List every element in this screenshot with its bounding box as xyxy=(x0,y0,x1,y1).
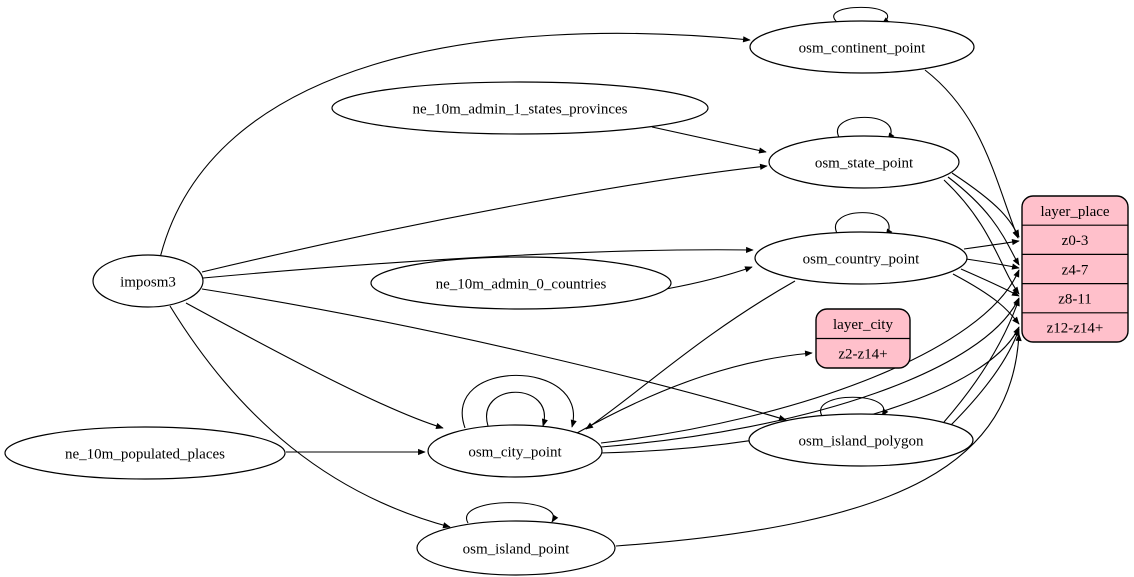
edge-osm_island_point-to-layer_place-z12-z14+ xyxy=(615,333,1022,547)
edge-osm_country_point-to-layer_place-z8-11 xyxy=(960,268,1020,297)
edge-osm_island_polygon-to-layer_place-z12-z14+ xyxy=(949,328,1020,427)
node-shape-osm_continent_point xyxy=(749,20,975,74)
edge-osm_city_point-to-osm_city_point-self xyxy=(461,374,577,429)
edge-osm_continent_point-to-layer_place-z0-3 xyxy=(924,69,1019,239)
node-label-osm_city_point: osm_city_point xyxy=(468,444,562,460)
node-osm_country_point: osm_country_point xyxy=(754,231,968,285)
node-osm_island_point: osm_island_point xyxy=(416,520,616,576)
record-row-label-layer_city-header: layer_city xyxy=(833,317,893,333)
node-ne_10m_admin_0_countries: ne_10m_admin_0_countries xyxy=(370,256,672,310)
record-row-label-layer_place-z0-3: z0-3 xyxy=(1062,233,1089,249)
edge-imposm3-to-osm_state_point xyxy=(201,163,768,273)
node-label-osm_country_point: osm_country_point xyxy=(803,251,920,267)
node-imposm3: imposm3 xyxy=(92,254,204,308)
record-row-label-layer_place-header: layer_place xyxy=(1040,204,1109,220)
node-shape-osm_island_point xyxy=(416,520,616,576)
edge-imposm3-to-osm_island_polygon xyxy=(201,288,787,421)
node-osm_state_point: osm_state_point xyxy=(768,135,960,189)
node-label-imposm3: imposm3 xyxy=(120,274,176,290)
node-label-osm_island_point: osm_island_point xyxy=(463,541,571,557)
edge-osm_state_point-to-layer_place-z0-3 xyxy=(951,172,1020,238)
edge-osm_country_point-to-osm_city_point xyxy=(585,280,796,430)
node-ne_10m_populated_places: ne_10m_populated_places xyxy=(4,426,286,480)
edge-osm_island_polygon-to-osm_island_polygon-self xyxy=(819,396,889,417)
edge-osm_city_point-to-layer_place-z4-7 xyxy=(600,269,1020,444)
edges-layer xyxy=(159,6,1022,547)
edge-ne_10m_admin_0_countries-to-osm_country_point xyxy=(665,266,753,290)
edge-imposm3-to-osm_city_point xyxy=(185,302,444,429)
edge-osm_continent_point-to-osm_continent_point-self xyxy=(833,6,890,25)
record-box-layer_place xyxy=(1021,195,1129,343)
edge-osm_city_point-to-osm_city_point-self xyxy=(486,391,548,427)
edge-osm_country_point-to-osm_country_point-self xyxy=(835,212,893,237)
node-shape-ne_10m_admin_1_states_provinces xyxy=(331,81,709,135)
edge-imposm3-to-osm_island_point xyxy=(169,305,451,529)
node-osm_continent_point: osm_continent_point xyxy=(749,20,975,74)
record-row-label-layer_place-z8-11: z8-11 xyxy=(1058,291,1092,307)
node-shape-osm_state_point xyxy=(768,135,960,189)
edge-osm_country_point-to-layer_place-z12-z14+ xyxy=(952,273,1020,325)
node-label-osm_continent_point: osm_continent_point xyxy=(799,40,926,56)
record-row-label-layer_place-z12-z14+: z12-z14+ xyxy=(1047,321,1104,337)
edge-osm_country_point-to-layer_place-z4-7 xyxy=(965,258,1020,270)
node-label-ne_10m_admin_0_countries: ne_10m_admin_0_countries xyxy=(436,276,607,292)
edge-imposm3-to-osm_continent_point xyxy=(159,32,751,259)
edge-osm_island_polygon-to-layer_place-z8-11 xyxy=(943,298,1020,423)
record-row-label-layer_city-z2-z14+: z2-z14+ xyxy=(838,347,887,363)
node-label-ne_10m_admin_1_states_provinces: ne_10m_admin_1_states_provinces xyxy=(413,101,628,117)
edge-osm_city_point-to-layer_city-z2-z14+ xyxy=(576,350,813,434)
edge-ne_10m_admin_1_states_provinces-to-osm_state_point xyxy=(651,126,767,154)
node-ne_10m_admin_1_states_provinces: ne_10m_admin_1_states_provinces xyxy=(331,81,709,135)
node-osm_city_point: osm_city_point xyxy=(427,424,603,478)
edge-osm_country_point-to-layer_place-z0-3 xyxy=(963,239,1020,250)
node-shape-osm_country_point xyxy=(754,231,968,285)
edge-osm_city_point-to-layer_place-z12-z14+ xyxy=(599,326,1020,454)
edge-imposm3-to-osm_country_point xyxy=(202,246,754,279)
edge-osm_city_point-to-layer_place-z8-11 xyxy=(600,297,1020,448)
node-shape-imposm3 xyxy=(92,254,204,308)
edge-osm_state_point-to-osm_state_point-self xyxy=(837,116,895,141)
node-shape-ne_10m_admin_0_countries xyxy=(370,256,672,310)
edge-osm_island_point-to-osm_island_point-self xyxy=(465,502,559,524)
node-shape-ne_10m_populated_places xyxy=(4,426,286,480)
node-layer_city: layer_city z2-z14+ xyxy=(815,308,911,369)
edge-osm_state_point-to-layer_place-z8-11 xyxy=(943,179,1020,295)
record-row-label-layer_place-z4-7: z4-7 xyxy=(1062,262,1089,278)
edge-osm_state_point-to-layer_place-z4-7 xyxy=(947,176,1020,266)
node-shape-osm_city_point xyxy=(427,424,603,478)
node-label-osm_island_polygon: osm_island_polygon xyxy=(798,433,924,449)
node-shape-osm_island_polygon xyxy=(748,413,974,467)
node-layer_place: layer_place z0-3 z4-7 z8-11 z12-z14+ xyxy=(1021,195,1129,343)
node-label-ne_10m_populated_places: ne_10m_populated_places xyxy=(65,446,225,462)
node-label-osm_state_point: osm_state_point xyxy=(815,155,914,171)
nodes-layer: imposm3 ne_10m_admin_1_states_provincesne… xyxy=(4,20,1129,576)
node-osm_island_polygon: osm_island_polygon xyxy=(748,413,974,467)
